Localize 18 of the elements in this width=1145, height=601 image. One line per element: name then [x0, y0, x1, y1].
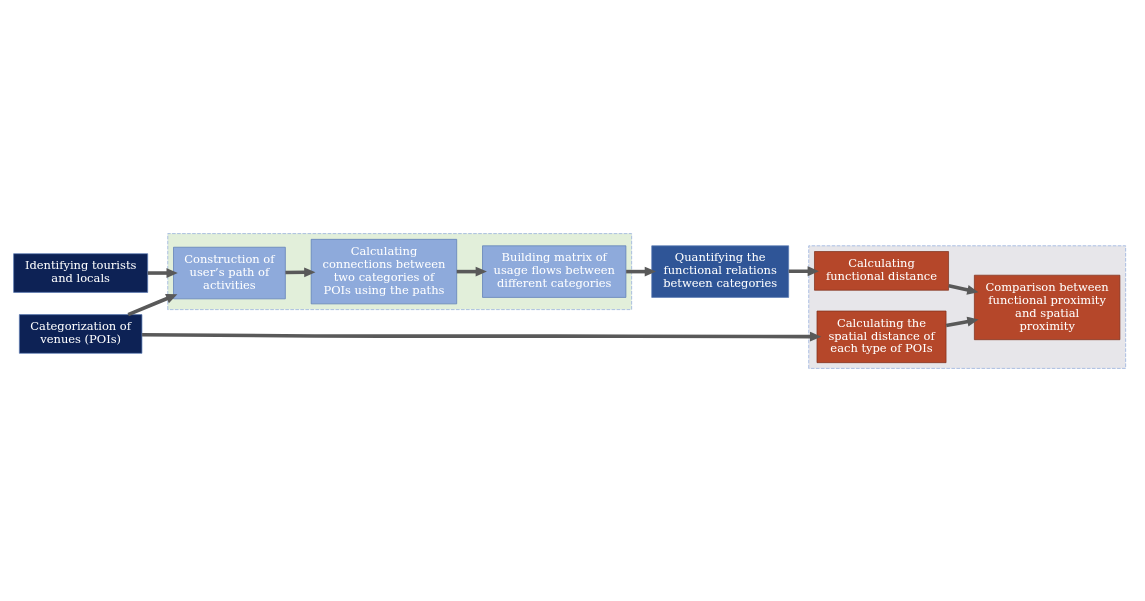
arrow — [142, 331, 822, 342]
node-box: Categorization of venues (POIs) — [19, 313, 143, 354]
node-box: Construction of user’s path of activities — [173, 246, 286, 299]
node-box: Identifying tourists and locals — [13, 252, 149, 293]
node-box: Quantifying the functional relations between categories — [651, 244, 790, 298]
node-box: Building matrix of usage flows between different categories — [482, 244, 627, 298]
arrow — [945, 316, 979, 327]
arrow — [285, 266, 316, 277]
node-box: Calculating connections between two categories of POIs using the paths — [310, 238, 458, 304]
node-box: Comparison between functional proximity and spatial proximity — [974, 274, 1121, 340]
arrow — [626, 266, 656, 277]
arrow — [147, 267, 178, 278]
arrow — [456, 266, 487, 277]
arrow — [788, 265, 819, 276]
node-box: Calculating the spatial distance of each type of POIs — [816, 310, 947, 363]
arrow — [127, 293, 178, 316]
arrow — [948, 283, 979, 295]
node-box: Calculating functional distance — [814, 250, 949, 291]
